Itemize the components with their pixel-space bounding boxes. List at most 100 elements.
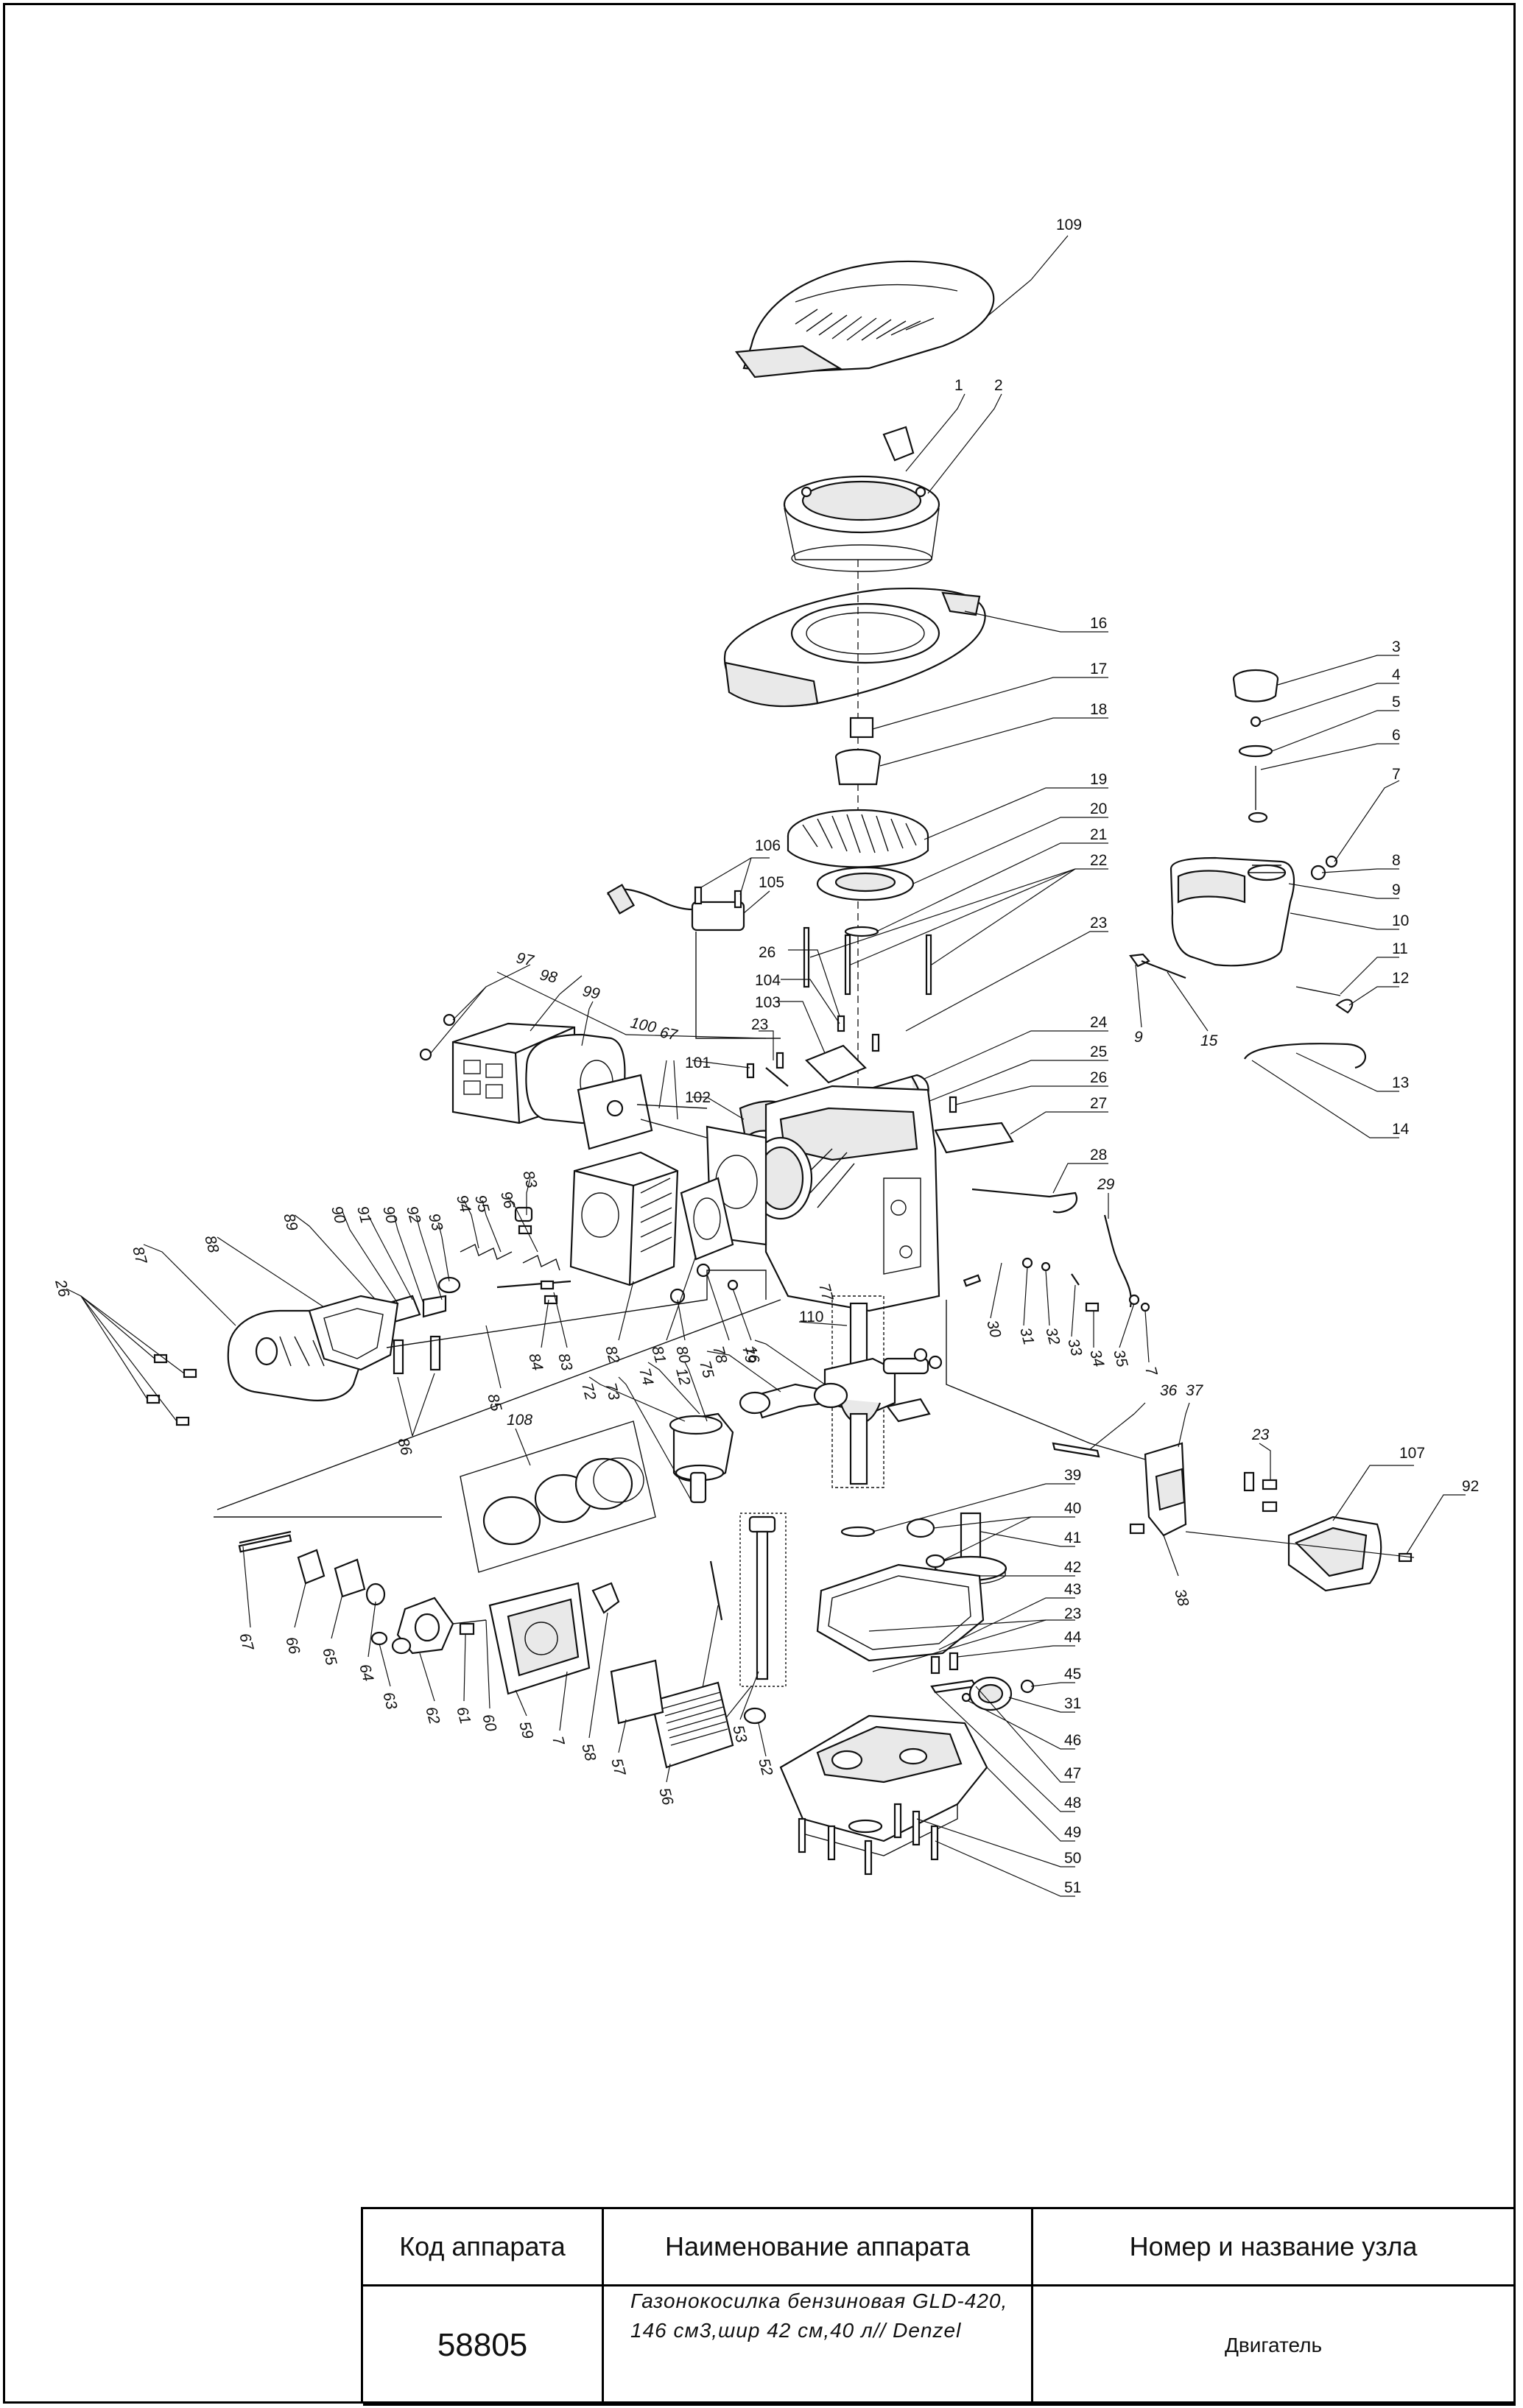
callout-42: 42 [1064, 1559, 1081, 1576]
leader-63 [379, 1643, 391, 1687]
callout-33: 33 [1064, 1337, 1085, 1358]
leader-7a [1334, 780, 1400, 862]
callout-75: 75 [696, 1359, 717, 1380]
leader-62 [419, 1652, 435, 1702]
key-21 [844, 926, 879, 937]
leader-24 [924, 1030, 1108, 1080]
leader-91 [367, 1214, 413, 1300]
bearing-39-40 [840, 1518, 946, 1569]
callout-80: 80 [672, 1344, 693, 1365]
screw-92 [1398, 1552, 1413, 1563]
callout-29: 29 [1097, 1176, 1115, 1193]
leader-11 [1340, 957, 1399, 995]
leader-64 [367, 1601, 376, 1658]
leader-15 [1167, 971, 1209, 1032]
leader-4 [1260, 683, 1399, 722]
fuel-tank-fittings [1129, 855, 1367, 1069]
leader-41 [980, 1531, 1075, 1547]
leader-53 [739, 1671, 759, 1720]
leader-22b [850, 868, 1076, 965]
leader-13 [1295, 1052, 1399, 1092]
leader-78 [706, 1273, 730, 1341]
callout-100: 100 [629, 1014, 658, 1036]
intake-gaskets [238, 1530, 475, 1646]
flywheel-plate-20 [816, 866, 915, 901]
callout-101: 101 [685, 1055, 711, 1071]
fuel-cap-3 [1232, 669, 1279, 703]
leader-23c [1259, 1443, 1271, 1480]
governor-gear [930, 1652, 1035, 1711]
callout-12b: 12 [672, 1366, 693, 1387]
fuel-tank-parts [1238, 716, 1273, 823]
callout-19: 19 [1090, 771, 1107, 788]
leader-92a [415, 1214, 443, 1300]
callout-90b: 90 [379, 1204, 400, 1225]
deflector-link [1185, 1531, 1415, 1558]
leader-32 [1045, 1270, 1050, 1326]
callout-10: 10 [1392, 912, 1409, 929]
callout-104: 104 [755, 972, 781, 989]
ignition-coil-105 [606, 884, 745, 932]
callout-26b: 26 [1090, 1069, 1107, 1086]
callout-46: 46 [1064, 1732, 1081, 1749]
callout-94: 94 [453, 1193, 474, 1214]
leader-105 [743, 890, 770, 914]
callout-67a: 67 [658, 1024, 680, 1044]
device-name-line1: Газонокосилка бензиновая GLD-420, [630, 2289, 1008, 2312]
leader-25 [920, 1060, 1108, 1105]
callout-90a: 90 [328, 1204, 348, 1225]
piston-74 [669, 1412, 734, 1504]
leader-52 [758, 1722, 767, 1757]
callout-47: 47 [1064, 1765, 1081, 1782]
callout-93: 93 [425, 1211, 446, 1233]
callout-58: 58 [578, 1742, 599, 1763]
leader-35 [1119, 1303, 1135, 1348]
callout-1: 1 [954, 377, 963, 394]
leader-101 [692, 1060, 750, 1069]
leader-107 [1332, 1465, 1414, 1521]
callout-12a: 12 [1392, 970, 1409, 987]
cylinder-head-82 [569, 1151, 679, 1286]
leader-92b [1406, 1494, 1466, 1555]
leader-26c-d [80, 1295, 177, 1422]
leader-96 [507, 1196, 538, 1253]
leader-76 [754, 1339, 826, 1385]
callout-5: 5 [1392, 694, 1401, 711]
callout-74: 74 [636, 1366, 656, 1387]
callout-72: 72 [578, 1381, 599, 1402]
leader-19 [924, 787, 1108, 840]
leader-28 [1052, 1163, 1108, 1194]
callout-65: 65 [319, 1646, 340, 1667]
callout-51: 51 [1064, 1879, 1081, 1896]
callout-84: 84 [525, 1351, 546, 1373]
leader-31b [1008, 1697, 1075, 1713]
sump-bolts [798, 1803, 939, 1876]
callout-89: 89 [280, 1211, 300, 1233]
callout-48: 48 [1064, 1795, 1081, 1812]
callout-57: 57 [608, 1756, 629, 1778]
callout-59: 59 [516, 1719, 536, 1741]
oil-plug-52 [743, 1707, 767, 1725]
leader-26c-a [66, 1288, 155, 1359]
callout-7a: 7 [1392, 766, 1401, 783]
leader-61 [463, 1634, 466, 1702]
callout-37: 37 [1186, 1382, 1204, 1399]
callout-2: 2 [994, 377, 1003, 394]
callout-30: 30 [983, 1318, 1004, 1339]
callout-40: 40 [1064, 1500, 1081, 1517]
leader-27 [1010, 1111, 1108, 1135]
callout-66: 66 [282, 1635, 303, 1656]
leader-12b [684, 1362, 708, 1422]
callout-63: 63 [379, 1690, 400, 1711]
valve-springs [437, 1206, 571, 1294]
leader-49 [986, 1767, 1075, 1842]
leader-47 [975, 1686, 1075, 1783]
leader-109 [986, 235, 1069, 317]
leader-44 [957, 1645, 1075, 1658]
callout-108: 108 [507, 1412, 532, 1429]
leader-26b [955, 1085, 1108, 1105]
callout-15: 15 [1200, 1032, 1218, 1049]
leader-51 [935, 1840, 1075, 1897]
leader-83b [553, 1292, 568, 1348]
